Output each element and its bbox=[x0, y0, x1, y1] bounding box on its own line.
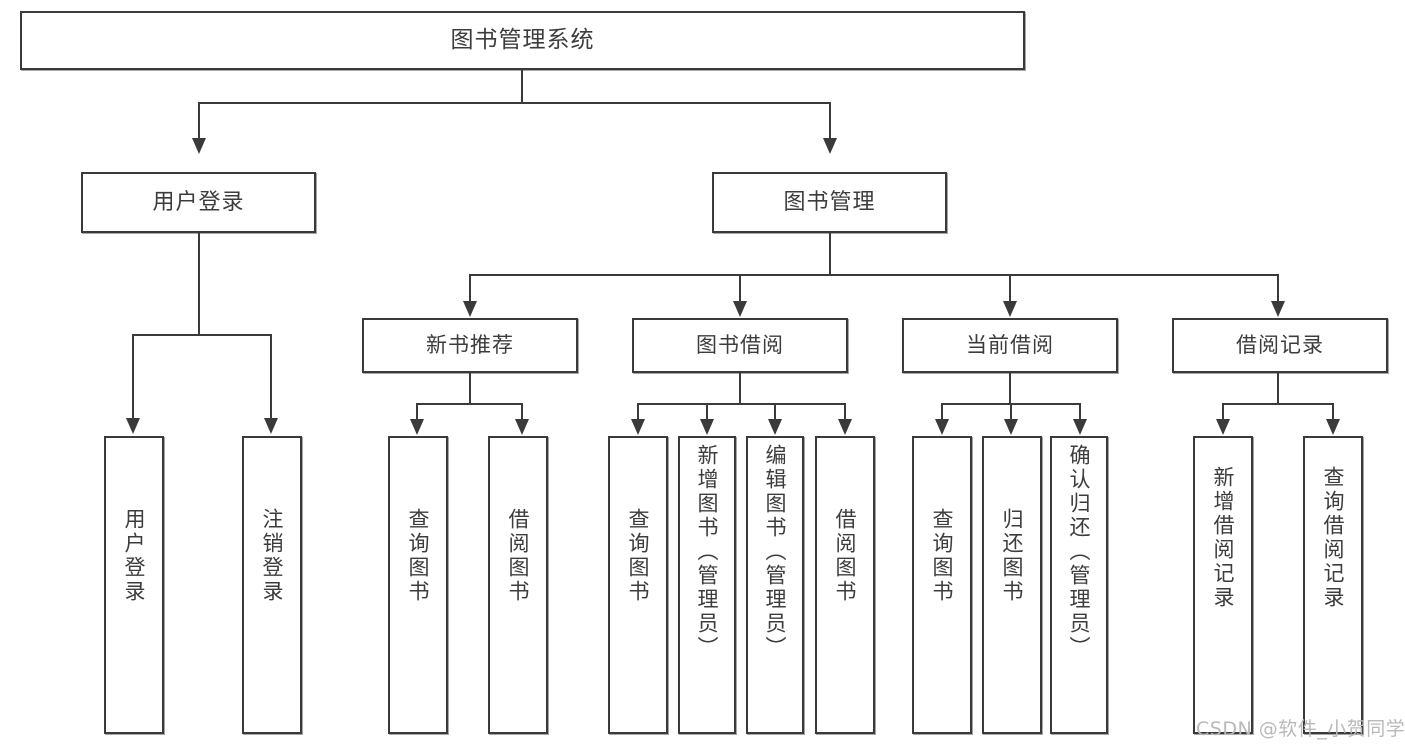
leaf-user-login-signin[interactable]: 用户登录 bbox=[104, 436, 164, 734]
leaf-current-borrow-confirm-return-admin[interactable]: 确认归还（管理员） bbox=[1050, 436, 1108, 734]
leaf-user-login-signout[interactable]: 注销登录 bbox=[242, 436, 302, 734]
connector-current-borrow-to-leaf-2 bbox=[1010, 403, 1012, 421]
connector-user-login-to-leaf-2 bbox=[270, 334, 272, 420]
connector-book-management-bus bbox=[469, 274, 1279, 276]
connector-user-login-bus bbox=[132, 334, 271, 336]
node-label: 新书推荐 bbox=[426, 333, 514, 358]
node-label: 新增图书（管理员） bbox=[695, 444, 720, 660]
arrowhead-user-login-to-leaf-2 bbox=[264, 418, 278, 434]
arrowhead-current-borrow-leaf-1 bbox=[935, 419, 949, 435]
node-label: 用户登录 bbox=[122, 508, 147, 604]
connector-user-login-to-leaf-1 bbox=[132, 334, 134, 420]
connector-root-to-book-manage bbox=[829, 102, 831, 140]
node-root-system[interactable]: 图书管理系统 bbox=[20, 11, 1025, 70]
connector-root-stem bbox=[521, 70, 523, 103]
arrowhead-borrow-record-leaf-1 bbox=[1216, 419, 1230, 435]
connector-user-login-stem bbox=[198, 233, 200, 335]
node-user-login[interactable]: 用户登录 bbox=[81, 172, 316, 233]
node-label: 注销登录 bbox=[260, 508, 285, 604]
node-label: 借阅图书 bbox=[506, 508, 531, 604]
connector-new-book-bus bbox=[416, 403, 523, 405]
node-label: 查询图书 bbox=[626, 508, 651, 604]
arrowhead-to-book-borrow bbox=[733, 301, 747, 317]
arrowhead-to-current-borrow bbox=[1003, 301, 1017, 317]
node-label: 借阅记录 bbox=[1236, 333, 1324, 358]
node-label: 图书管理系统 bbox=[450, 27, 595, 54]
connector-book-borrow-to-leaf-3 bbox=[774, 403, 776, 421]
node-book-management[interactable]: 图书管理 bbox=[712, 172, 947, 233]
node-label: 查询图书 bbox=[930, 508, 955, 604]
leaf-current-borrow-query-books[interactable]: 查询图书 bbox=[912, 436, 972, 734]
connector-book-management-to-book-borrow bbox=[739, 274, 741, 303]
node-label: 当前借阅 bbox=[966, 333, 1054, 358]
connector-new-book-stem bbox=[469, 373, 471, 404]
arrowhead-borrow-record-leaf-2 bbox=[1326, 419, 1340, 435]
node-label: 查询图书 bbox=[406, 508, 431, 604]
leaf-book-borrow-edit-book-admin[interactable]: 编辑图书（管理员） bbox=[746, 436, 804, 734]
connector-borrow-record-to-leaf-1 bbox=[1222, 403, 1224, 421]
arrowhead-new-book-leaf-2 bbox=[515, 419, 529, 435]
arrowhead-user-login-to-leaf-1 bbox=[126, 418, 140, 434]
connector-root-to-user-login bbox=[198, 102, 200, 140]
node-label: 新增借阅记录 bbox=[1211, 466, 1236, 610]
node-label: 查询借阅记录 bbox=[1321, 466, 1346, 610]
connector-book-borrow-to-leaf-1 bbox=[637, 403, 639, 421]
leaf-book-borrow-query-books[interactable]: 查询图书 bbox=[608, 436, 668, 734]
leaf-borrow-record-add-record[interactable]: 新增借阅记录 bbox=[1193, 436, 1253, 734]
arrowhead-book-borrow-leaf-1 bbox=[631, 419, 645, 435]
node-book-borrow[interactable]: 图书借阅 bbox=[632, 318, 848, 373]
leaf-book-borrow-borrow-books[interactable]: 借阅图书 bbox=[815, 436, 875, 734]
leaf-new-book-query-books[interactable]: 查询图书 bbox=[388, 436, 448, 734]
connector-borrow-record-bus bbox=[1222, 403, 1334, 405]
arrowhead-current-borrow-leaf-3 bbox=[1073, 419, 1087, 435]
connector-borrow-record-stem bbox=[1277, 373, 1279, 404]
connector-new-book-to-leaf-1 bbox=[416, 403, 418, 421]
node-new-book-recommend[interactable]: 新书推荐 bbox=[362, 318, 578, 373]
connector-book-management-stem bbox=[829, 233, 831, 275]
leaf-borrow-record-query-record[interactable]: 查询借阅记录 bbox=[1303, 436, 1363, 734]
leaf-current-borrow-return-books[interactable]: 归还图书 bbox=[982, 436, 1042, 734]
connector-new-book-to-leaf-2 bbox=[521, 403, 523, 421]
node-label: 确认归还（管理员） bbox=[1067, 444, 1092, 660]
arrowhead-new-book-leaf-1 bbox=[410, 419, 424, 435]
node-label: 用户登录 bbox=[152, 189, 245, 215]
connector-book-management-to-new-book bbox=[469, 274, 471, 303]
connector-book-borrow-to-leaf-4 bbox=[844, 403, 846, 421]
connector-root-bus bbox=[198, 102, 831, 104]
connector-book-management-to-current-borrow bbox=[1009, 274, 1011, 303]
node-label: 借阅图书 bbox=[833, 508, 858, 604]
node-borrow-record[interactable]: 借阅记录 bbox=[1172, 318, 1388, 373]
connector-current-borrow-to-leaf-1 bbox=[941, 403, 943, 421]
node-label: 编辑图书（管理员） bbox=[763, 444, 788, 660]
leaf-book-borrow-add-book-admin[interactable]: 新增图书（管理员） bbox=[678, 436, 736, 734]
node-label: 图书管理 bbox=[783, 189, 876, 215]
arrowhead-root-to-user-login bbox=[192, 138, 206, 154]
connector-current-borrow-stem bbox=[1009, 373, 1011, 404]
connector-book-borrow-stem bbox=[739, 373, 741, 404]
node-current-borrow[interactable]: 当前借阅 bbox=[902, 318, 1118, 373]
arrowhead-book-borrow-leaf-4 bbox=[838, 419, 852, 435]
connector-current-borrow-to-leaf-3 bbox=[1079, 403, 1081, 421]
node-label: 图书借阅 bbox=[696, 333, 784, 358]
arrowhead-root-to-book-manage bbox=[823, 138, 837, 154]
arrowhead-book-borrow-leaf-2 bbox=[700, 419, 714, 435]
connector-book-borrow-bus bbox=[637, 403, 846, 405]
arrowhead-current-borrow-leaf-2 bbox=[1004, 419, 1018, 435]
connector-borrow-record-to-leaf-2 bbox=[1332, 403, 1334, 421]
arrowhead-book-borrow-leaf-3 bbox=[768, 419, 782, 435]
leaf-new-book-borrow-books[interactable]: 借阅图书 bbox=[488, 436, 548, 734]
node-label: 归还图书 bbox=[1000, 508, 1025, 604]
arrowhead-to-new-book bbox=[463, 301, 477, 317]
connector-book-management-to-borrow-record bbox=[1277, 274, 1279, 303]
arrowhead-to-borrow-record bbox=[1271, 301, 1285, 317]
connector-book-borrow-to-leaf-2 bbox=[706, 403, 708, 421]
